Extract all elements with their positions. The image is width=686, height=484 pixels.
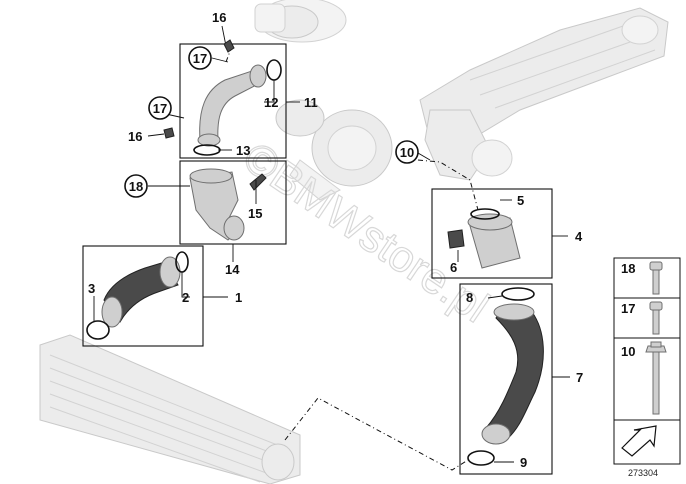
box-part-4: [431, 188, 553, 279]
callout-16a: 16: [212, 10, 226, 25]
callout-17b: 17: [148, 96, 172, 120]
callout-18: 18: [124, 174, 148, 198]
hex-flange-bolt-icon: [645, 341, 667, 415]
callout-12: 12: [264, 95, 278, 110]
ghost-turbocharger-middle: [275, 99, 393, 201]
callout-8: 8: [466, 290, 473, 305]
catalog-number: 273304: [628, 468, 658, 478]
box-part-11: [179, 43, 287, 159]
callout-17a-text: 17: [193, 51, 207, 66]
callout-14: 14: [225, 262, 240, 277]
routing-line-intercooler: [284, 397, 469, 471]
callout-11: 11: [304, 95, 318, 110]
ghost-intercooler: [39, 334, 301, 484]
leader-10: [417, 152, 431, 161]
callout-16b: 16: [128, 129, 142, 144]
callout-17a: 17: [188, 46, 212, 70]
leader-2: [181, 272, 190, 298]
callout-13: 13: [236, 143, 250, 158]
callout-1: 1: [235, 290, 242, 305]
callout-3: 3: [88, 281, 95, 296]
leader-17a: [211, 57, 229, 63]
box-part-7: [459, 283, 553, 475]
allen-bolt-icon: [649, 261, 663, 295]
o-ring-5: [470, 208, 500, 220]
leader-8: [487, 295, 503, 299]
callout-5: 5: [517, 193, 524, 208]
callout-10-text: 10: [400, 145, 414, 160]
hose-7: [467, 287, 544, 466]
legend-label-10: 10: [621, 344, 635, 359]
callout-2: 2: [182, 290, 189, 305]
leader-12: [264, 80, 275, 103]
ghost-turbocharger-top: [254, 0, 347, 43]
legend-label-18: 18: [621, 261, 635, 276]
direction-arrow-icon: [621, 425, 657, 457]
bolt-16b-icon: [163, 127, 175, 139]
callout-15: 15: [248, 206, 262, 221]
o-ring-13: [193, 144, 221, 156]
callout-7: 7: [576, 370, 583, 385]
hose-1: [86, 251, 189, 340]
o-ring-8: [501, 287, 535, 301]
leader-16b: [147, 133, 165, 137]
o-ring-9: [467, 450, 495, 466]
routing-line-manifold: [417, 159, 479, 211]
callout-18-text: 18: [129, 179, 143, 194]
callout-4: 4: [575, 229, 583, 244]
box-part-1: [82, 245, 204, 347]
ghost-intake-manifold: [419, 7, 669, 181]
callout-6: 6: [450, 260, 457, 275]
charge-pipe-14: [189, 168, 267, 241]
throttle-body-4: [447, 208, 521, 269]
fastener-legend: 18 17 10: [613, 257, 681, 465]
o-ring-12: [266, 59, 282, 81]
o-ring-3: [86, 320, 110, 340]
callout-9: 9: [520, 455, 527, 470]
elbow-pipe-11: [193, 59, 282, 156]
callout-17b-text: 17: [153, 101, 167, 116]
callout-10: 10: [395, 140, 419, 164]
bolt-16a-icon: [223, 39, 235, 53]
allen-bolt-icon: [649, 301, 663, 335]
legend-label-17: 17: [621, 301, 635, 316]
